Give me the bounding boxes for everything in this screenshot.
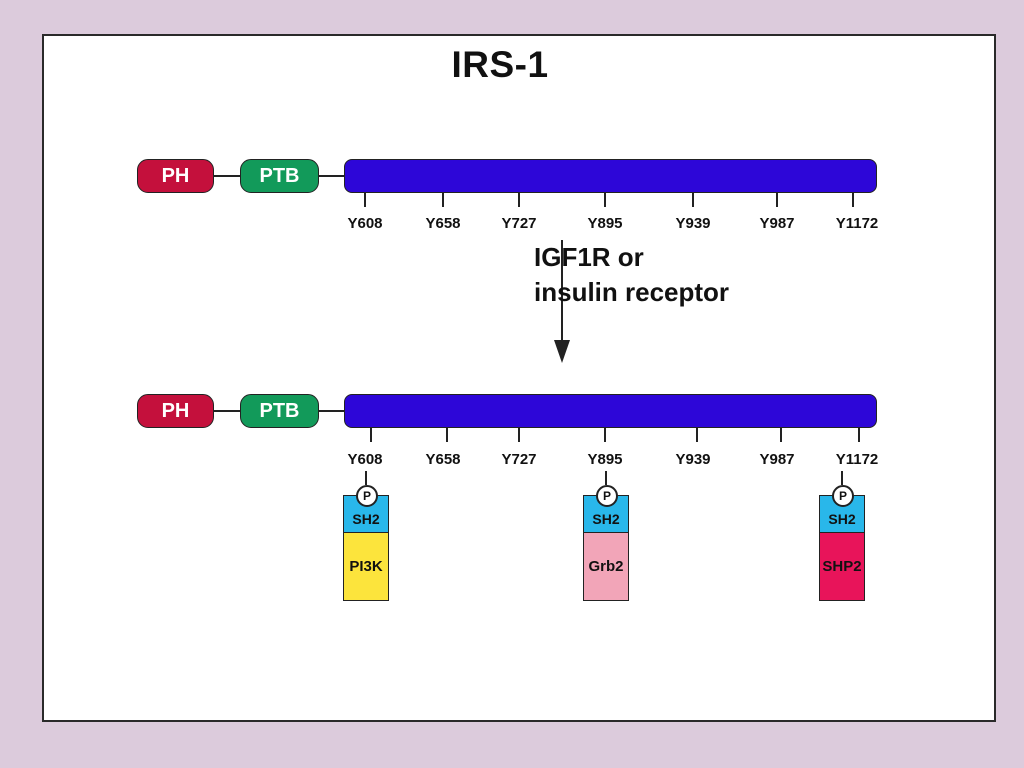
diagram-title: IRS-1 — [451, 44, 549, 85]
tick-y608 — [364, 193, 366, 207]
site-label: Y727 — [501, 215, 537, 232]
site-label: Y895 — [587, 451, 623, 468]
partner-pi3k: PI3K — [343, 533, 389, 601]
linker-ptb-main — [318, 410, 346, 412]
adaptor-stem — [605, 471, 607, 485]
phosphate-icon: P — [596, 485, 618, 507]
adaptor-pi3k: SH2 PI3K P — [343, 471, 389, 603]
irs1-main-chain — [344, 394, 877, 428]
site-label: Y987 — [759, 451, 795, 468]
tick-y987 — [780, 428, 782, 442]
site-label: Y939 — [675, 451, 711, 468]
ptb-domain: PTB — [240, 394, 319, 428]
tick-y727 — [518, 193, 520, 207]
irs1-main-chain — [344, 159, 877, 193]
tick-y1172 — [858, 428, 860, 442]
site-label: Y727 — [501, 451, 537, 468]
tick-y658 — [442, 193, 444, 207]
adaptor-stem — [365, 471, 367, 485]
tick-y608 — [370, 428, 372, 442]
phosphate-icon: P — [356, 485, 378, 507]
tick-y895 — [604, 193, 606, 207]
tick-y939 — [696, 428, 698, 442]
tick-y895 — [604, 428, 606, 442]
tick-y939 — [692, 193, 694, 207]
tick-y727 — [518, 428, 520, 442]
partner-grb2: Grb2 — [583, 533, 629, 601]
diagram-panel — [42, 34, 996, 722]
ph-domain: PH — [137, 394, 214, 428]
site-label: Y895 — [587, 215, 623, 232]
tick-y1172 — [852, 193, 854, 207]
linker-ph-ptb — [213, 175, 241, 177]
adaptor-shp2: SH2 SHP2 P — [819, 471, 865, 603]
partner-shp2: SHP2 — [819, 533, 865, 601]
site-label: Y658 — [425, 451, 461, 468]
ph-domain: PH — [137, 159, 214, 193]
site-label: Y608 — [347, 215, 383, 232]
site-label: Y939 — [675, 215, 711, 232]
adaptor-grb2: SH2 Grb2 P — [583, 471, 629, 603]
site-label: Y1172 — [835, 215, 879, 232]
tick-y987 — [776, 193, 778, 207]
stimulus-label: IGF1R or insulin receptor — [534, 240, 729, 310]
stimulus-line-2: insulin receptor — [534, 277, 730, 307]
site-label: Y658 — [425, 215, 461, 232]
tick-y658 — [446, 428, 448, 442]
site-label: Y1172 — [835, 451, 879, 468]
site-label: Y987 — [759, 215, 795, 232]
adaptor-stem — [841, 471, 843, 485]
phosphate-icon: P — [832, 485, 854, 507]
ptb-domain: PTB — [240, 159, 319, 193]
site-label: Y608 — [347, 451, 383, 468]
linker-ph-ptb — [213, 410, 241, 412]
linker-ptb-main — [318, 175, 346, 177]
phosphorylation-arrow — [554, 240, 570, 363]
stimulus-line-1: IGF1R or — [534, 242, 644, 272]
